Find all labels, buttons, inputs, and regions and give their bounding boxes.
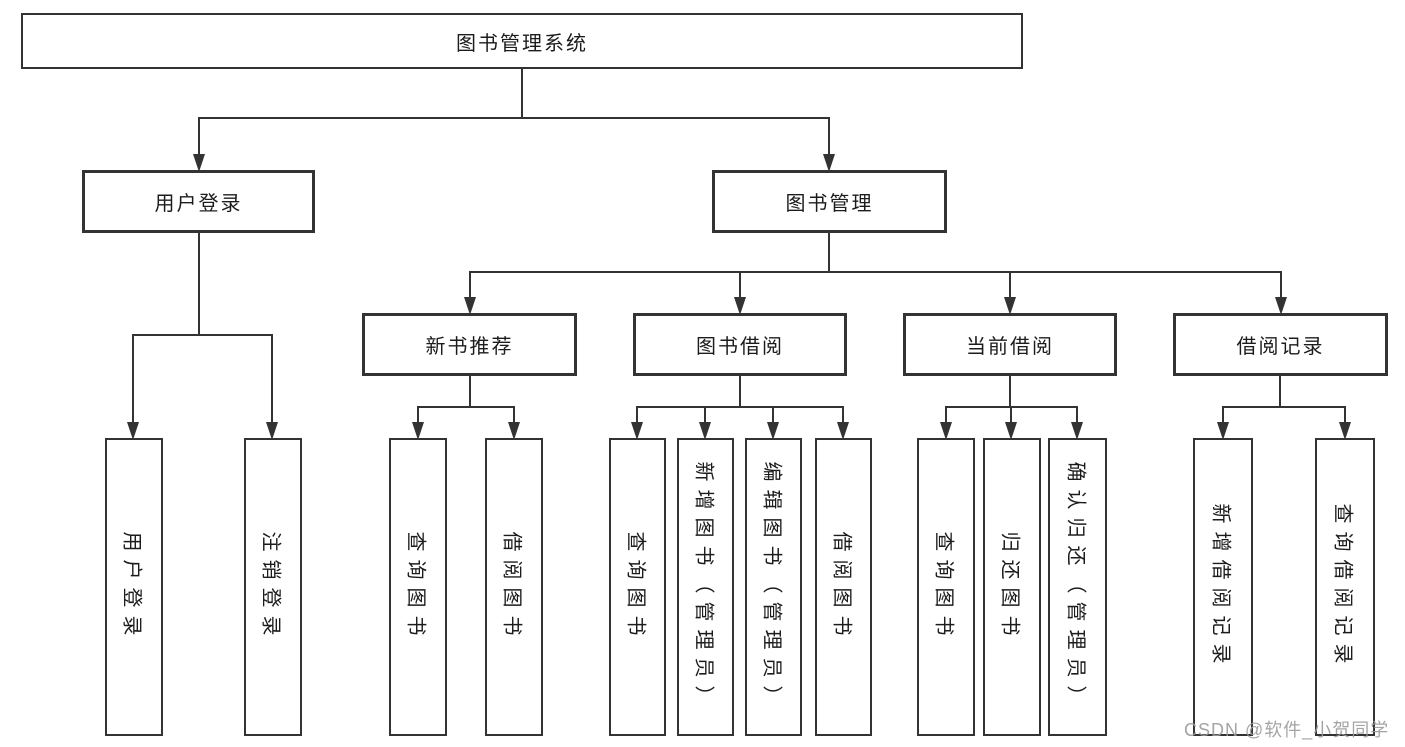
leaf-add-borrow-record: 新增借阅记录 (1193, 438, 1253, 736)
leaf-borrow-book-1-label: 借阅图书 (500, 531, 523, 643)
node-current-borrow: 当前借阅 (903, 313, 1117, 376)
leaf-confirm-return-admin: 确认归还（管理员） (1048, 438, 1107, 736)
leaf-add-borrow-record-label: 新增借阅记录 (1209, 503, 1232, 671)
node-new-book-recommend-label: 新书推荐 (425, 336, 514, 358)
node-borrow-records: 借阅记录 (1173, 313, 1388, 376)
node-book-management: 图书管理 (712, 170, 947, 233)
node-root-label: 图书管理系统 (456, 32, 588, 55)
leaf-return-book-label: 归还图书 (998, 531, 1021, 643)
leaf-query-borrow-record-label: 查询借阅记录 (1331, 503, 1354, 671)
leaf-user-login-label: 用户登录 (120, 531, 143, 643)
arrowhead-icons (127, 154, 1351, 440)
csdn-watermark: CSDN @软件_小贺同学 (1184, 720, 1390, 740)
leaf-query-book-1: 查询图书 (389, 438, 447, 736)
leaf-edit-book-admin: 编辑图书（管理员） (745, 438, 802, 736)
leaf-borrow-book-2: 借阅图书 (815, 438, 872, 736)
leaf-edit-book-admin-label: 编辑图书（管理员） (760, 461, 782, 713)
leaf-borrow-book-1: 借阅图书 (485, 438, 543, 736)
leaf-logout-login: 注销登录 (244, 438, 302, 736)
leaf-user-login: 用户登录 (105, 438, 163, 736)
leaf-query-book-1-label: 查询图书 (404, 531, 427, 643)
node-book-borrow-label: 图书借阅 (696, 336, 784, 358)
leaf-add-book-admin: 新增图书（管理员） (677, 438, 734, 736)
leaf-query-book-2-label: 查询图书 (624, 531, 646, 643)
node-user-login-label: 用户登录 (154, 193, 243, 215)
node-root-system: 图书管理系统 (21, 13, 1023, 69)
node-book-borrow: 图书借阅 (633, 313, 847, 376)
leaf-confirm-return-admin-label: 确认归还（管理员） (1064, 461, 1086, 713)
leaf-query-book-3: 查询图书 (917, 438, 975, 736)
leaf-return-book: 归还图书 (983, 438, 1041, 736)
leaf-query-book-3-label: 查询图书 (932, 531, 955, 643)
leaf-query-book-2: 查询图书 (609, 438, 666, 736)
leaf-borrow-book-2-label: 借阅图书 (830, 531, 852, 643)
node-book-management-label: 图书管理 (785, 193, 874, 215)
node-user-login: 用户登录 (82, 170, 315, 233)
node-current-borrow-label: 当前借阅 (966, 336, 1054, 358)
leaf-add-book-admin-label: 新增图书（管理员） (692, 461, 714, 713)
leaf-query-borrow-record: 查询借阅记录 (1315, 438, 1375, 736)
leaf-logout-login-label: 注销登录 (259, 531, 282, 643)
node-borrow-records-label: 借阅记录 (1236, 336, 1325, 358)
node-new-book-recommend: 新书推荐 (362, 313, 577, 376)
